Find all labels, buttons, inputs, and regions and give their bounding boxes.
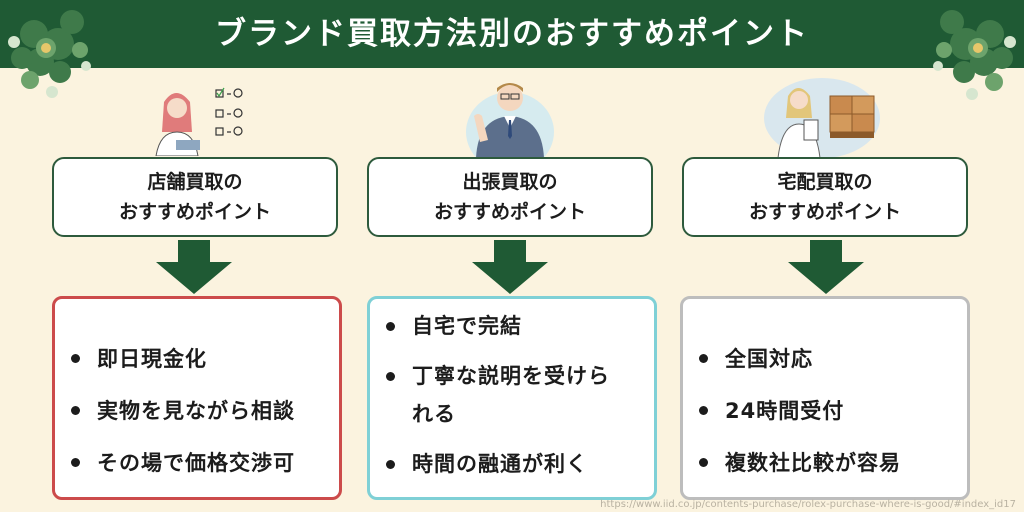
person-checklist-illustration xyxy=(155,87,243,156)
method-title: 宅配買取の xyxy=(777,171,873,193)
points-box-delivery: 全国対応 24時間受付 複数社比較が容易 xyxy=(680,296,970,500)
flower-ornament-right-icon xyxy=(933,10,1016,100)
method-box-store: 店舗買取の おすすめポイント xyxy=(52,157,338,237)
points-box-home-visit: 自宅で完結 丁寧な説明を受けられる 時間の融通が利く xyxy=(367,296,657,500)
down-arrow-icon xyxy=(472,240,548,294)
checklist-icon xyxy=(215,87,243,136)
businessman-illustration xyxy=(466,83,554,158)
header-banner xyxy=(0,0,1024,68)
list-item: その場で価格交渉可 xyxy=(55,437,339,489)
method-subtitle: おすすめポイント xyxy=(748,201,901,223)
points-box-store: 即日現金化 実物を見ながら相談 その場で価格交渉可 xyxy=(52,296,342,500)
page-title: ブランド買取方法別のおすすめポイント xyxy=(215,16,809,52)
list-item: 丁寧な説明を受けられる xyxy=(370,357,618,433)
method-box-delivery: 宅配買取の おすすめポイント xyxy=(682,157,968,237)
method-title: 店舗買取の xyxy=(147,171,243,193)
method-subtitle: おすすめポイント xyxy=(118,201,271,223)
list-item: 時間の融通が利く xyxy=(370,445,654,483)
list-item: 複数社比較が容易 xyxy=(683,437,967,489)
method-box-home-visit: 出張買取の おすすめポイント xyxy=(367,157,653,237)
flower-ornament-left-icon xyxy=(8,10,91,98)
source-url: https://www.iid.co.jp/contents-purchase/… xyxy=(600,499,1016,510)
points-list: 全国対応 24時間受付 複数社比較が容易 xyxy=(683,299,967,489)
list-item: 即日現金化 xyxy=(55,333,339,385)
list-item: 全国対応 xyxy=(683,333,967,385)
points-list: 自宅で完結 丁寧な説明を受けられる 時間の融通が利く xyxy=(370,299,654,483)
down-arrow-icon xyxy=(156,240,232,294)
list-item: 実物を見ながら相談 xyxy=(55,385,339,437)
list-item: 24時間受付 xyxy=(683,385,967,437)
method-subtitle: おすすめポイント xyxy=(433,201,586,223)
method-title: 出張買取の xyxy=(462,171,558,193)
down-arrow-icon xyxy=(788,240,864,294)
points-list: 即日現金化 実物を見ながら相談 その場で価格交渉可 xyxy=(55,299,339,489)
list-item: 自宅で完結 xyxy=(370,307,654,345)
delivery-boxes-illustration xyxy=(764,78,880,158)
